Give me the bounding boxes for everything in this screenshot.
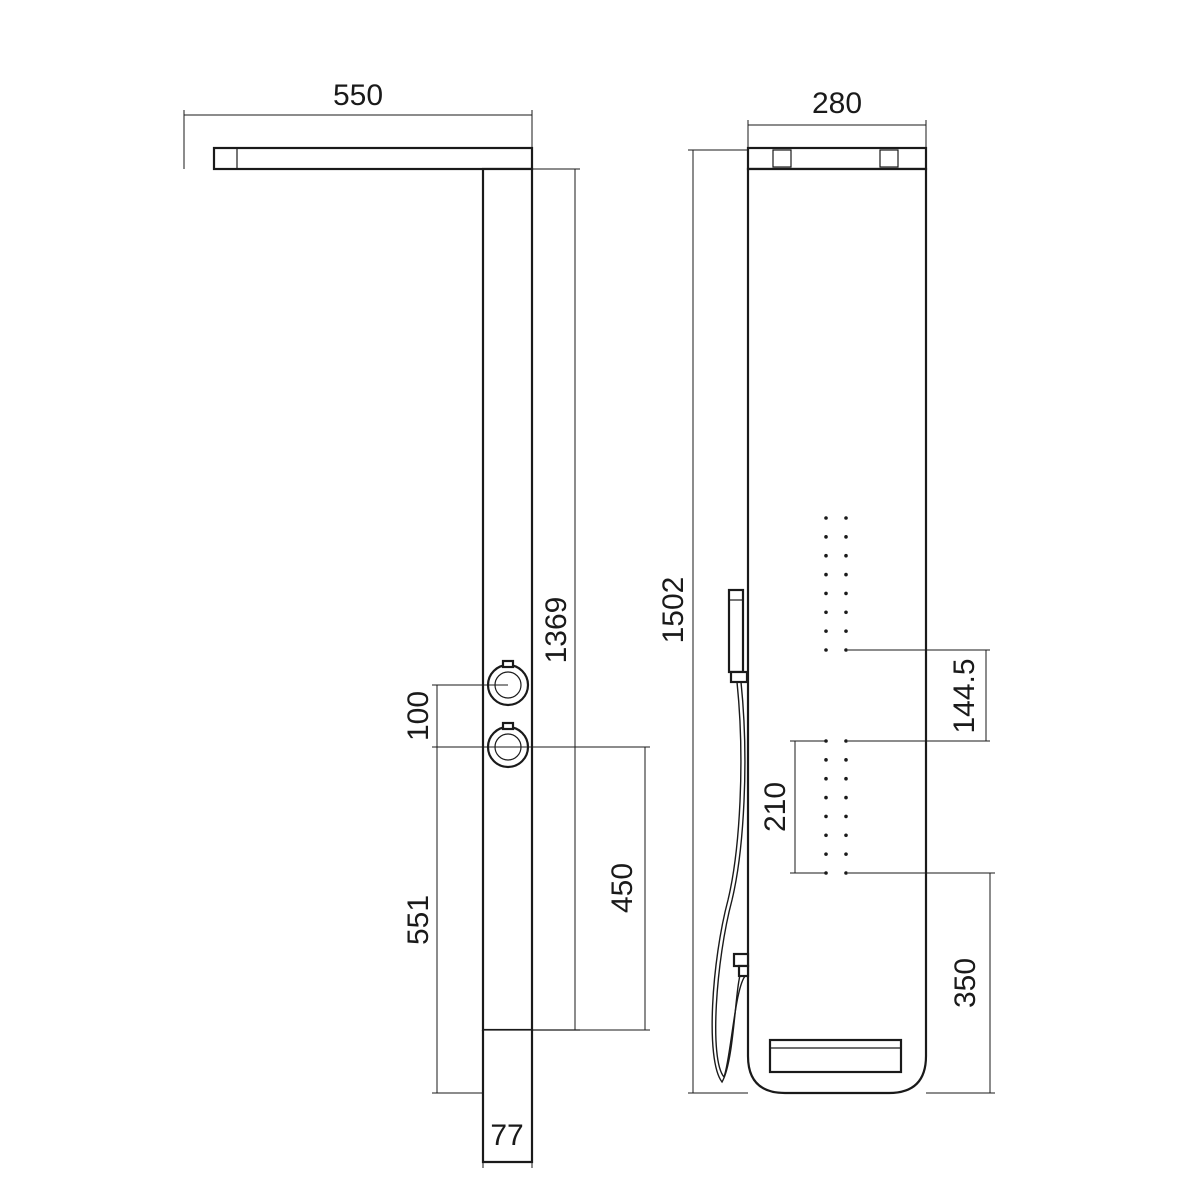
jet-dot — [844, 516, 848, 520]
column-body — [481, 167, 534, 1032]
jet-dot — [824, 629, 828, 633]
jet-dot — [844, 852, 848, 856]
dimension-551: 551 — [402, 747, 483, 1094]
jet-dot — [844, 795, 848, 800]
jet-dot — [824, 776, 828, 781]
dimension-text-450: 450 — [606, 863, 639, 913]
dimension-210: 210 — [759, 740, 826, 874]
front-view: 280 1502 144.5 210 350 — [657, 87, 995, 1095]
jet-dot — [824, 610, 828, 615]
jet-dot — [844, 535, 848, 539]
dimension-350: 350 — [848, 872, 995, 1094]
dimension-text-551: 551 — [402, 895, 435, 945]
front-bottom-shelf — [768, 1038, 903, 1074]
front-top-nozzle-right — [879, 149, 899, 168]
jet-dot — [844, 553, 848, 558]
dimension-text-280: 280 — [812, 87, 862, 120]
dimension-280: 280 — [747, 87, 927, 148]
dimension-1502: 1502 — [657, 149, 748, 1094]
dimension-text-100: 100 — [402, 691, 435, 741]
jet-dot — [824, 516, 828, 520]
dimension-text-144-5: 144.5 — [948, 658, 981, 733]
jet-dot — [824, 852, 828, 856]
dimension-text-1502: 1502 — [657, 577, 690, 644]
dimension-text-1369: 1369 — [540, 597, 573, 664]
jet-dot — [824, 572, 828, 577]
jet-dot — [844, 833, 848, 838]
dimension-450: 450 — [580, 747, 650, 1031]
dimension-text-210: 210 — [759, 782, 792, 832]
hose-inner — [715, 681, 747, 1079]
jet-dot — [824, 833, 828, 838]
jet-dot — [824, 795, 828, 800]
front-top-nozzle-left — [772, 149, 792, 168]
jet-dot — [844, 814, 848, 819]
dimension-144-5: 144.5 — [848, 649, 990, 742]
dimension-1369: 1369 — [532, 168, 580, 1030]
body-jets-lower — [824, 739, 848, 875]
dimension-100: 100 — [402, 684, 650, 748]
dimension-text-77: 77 — [490, 1119, 523, 1152]
dimension-550: 550 — [183, 79, 533, 169]
jet-dot — [844, 776, 848, 781]
dimension-text-550: 550 — [333, 79, 383, 112]
jet-dot — [824, 553, 828, 558]
hose-connector — [732, 952, 750, 978]
jet-dot — [844, 629, 848, 633]
jet-dot — [844, 871, 848, 875]
jet-dot — [844, 739, 848, 743]
jet-dot — [824, 648, 828, 652]
dimension-text-350: 350 — [949, 958, 982, 1008]
hand-shower — [727, 588, 749, 684]
overhead-arm — [212, 146, 534, 171]
jet-dot — [844, 610, 848, 615]
front-top-bar — [746, 146, 928, 171]
jet-dot — [824, 591, 828, 596]
body-jets-upper — [824, 516, 848, 652]
jet-dot — [844, 648, 848, 652]
jet-dot — [844, 758, 848, 762]
jet-dot — [844, 591, 848, 596]
jet-dot — [824, 758, 828, 762]
jet-dot — [824, 814, 828, 819]
jet-dot — [824, 535, 828, 539]
hose — [711, 681, 743, 1084]
side-view: 550 1369 100 551 450 — [183, 79, 650, 1168]
jet-dot — [844, 572, 848, 577]
dimension-77: 77 — [482, 1119, 533, 1168]
front-panel-body — [746, 167, 928, 1095]
